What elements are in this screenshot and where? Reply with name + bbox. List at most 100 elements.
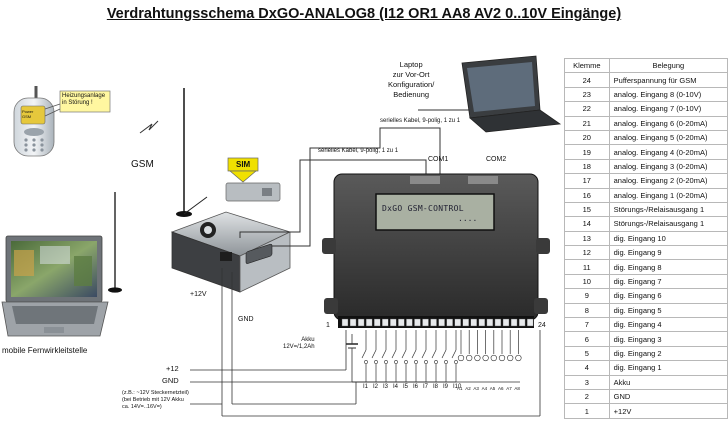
mobile-laptop bbox=[1, 235, 109, 337]
terminal-number: 24 bbox=[564, 72, 610, 88]
terminal-assignment: +12V bbox=[608, 403, 728, 419]
terminal-assignment: analog. Eingang 8 (0-10V) bbox=[608, 86, 728, 103]
terminal-screw bbox=[382, 318, 389, 327]
sim-card bbox=[225, 157, 281, 202]
terminal-number: 1 bbox=[564, 403, 610, 419]
terminal-screw bbox=[502, 318, 510, 327]
terminal-number: 6 bbox=[564, 331, 610, 347]
terminal-number: 14 bbox=[564, 216, 610, 232]
terminal-number: 2 bbox=[564, 388, 610, 405]
analog-input-port bbox=[515, 354, 522, 362]
switch-contact bbox=[374, 360, 378, 364]
terminal-assignment: dig. Eingang 10 bbox=[608, 230, 728, 247]
terminal-screw bbox=[357, 318, 365, 327]
terminal-screw bbox=[518, 318, 526, 327]
terminal-screw bbox=[438, 318, 445, 327]
digital-input-label: I2 bbox=[373, 384, 379, 390]
phone-screen-text: Power GSM bbox=[22, 109, 34, 119]
switch-contact bbox=[414, 360, 418, 364]
terminal-screw bbox=[494, 318, 502, 327]
analog-input-port bbox=[507, 354, 514, 362]
local-laptop bbox=[461, 55, 562, 133]
digital-input-label: I4 bbox=[393, 384, 399, 390]
terminal-1-label: 1 bbox=[326, 322, 330, 329]
terminal-screw bbox=[414, 318, 421, 327]
table-header-assignment: Belegung bbox=[608, 57, 728, 74]
table-header-terminal: Klemme bbox=[564, 57, 610, 74]
terminal-assignment: dig. Eingang 3 bbox=[608, 331, 728, 347]
terminal-screw bbox=[462, 318, 469, 327]
com1-label: COM1 bbox=[428, 156, 449, 163]
input-switch bbox=[371, 330, 377, 382]
terminal-assignment: Akku bbox=[608, 374, 728, 390]
analog-input-port bbox=[482, 354, 489, 362]
analog-input-port bbox=[490, 354, 497, 362]
terminal-screw bbox=[365, 318, 373, 327]
terminal-screw bbox=[486, 318, 494, 327]
mobile-laptop-label: mobile Fernwirkleitstelle bbox=[2, 346, 88, 355]
terminal-number: 19 bbox=[564, 144, 610, 160]
analog-input-label: A6 bbox=[498, 386, 504, 391]
terminal-assignment: analog. Eingang 2 (0-20mA) bbox=[608, 173, 728, 189]
terminal-assignment: dig. Eingang 9 bbox=[608, 245, 728, 261]
terminal-number: 17 bbox=[564, 173, 610, 189]
analog-input-ports bbox=[457, 330, 522, 362]
serial-cable-1-label: serielles Kabel, 9-polig, 1 zu 1 bbox=[380, 118, 461, 124]
digital-input-label: I6 bbox=[413, 384, 419, 390]
analog-input-label: A4 bbox=[481, 386, 488, 391]
serial-cable-2-label: serielles Kabel, 9-polig, 1 zu 1 bbox=[318, 148, 399, 154]
terminal-strip bbox=[341, 318, 534, 327]
table-header-row: Klemme Belegung bbox=[564, 57, 728, 74]
terminal-number: 18 bbox=[564, 158, 610, 175]
analog-input-port bbox=[466, 354, 473, 362]
terminal-assignment: analog. Eingang 4 (0-20mA) bbox=[608, 144, 728, 160]
table-row: 1+12V bbox=[564, 403, 728, 419]
terminal-assignment: dig. Eingang 4 bbox=[608, 317, 728, 333]
terminal-screw bbox=[406, 318, 413, 327]
terminal-screw bbox=[470, 318, 477, 327]
terminal-screw bbox=[374, 318, 381, 327]
terminal-screw bbox=[510, 318, 518, 327]
analog-input-label: A8 bbox=[514, 386, 520, 391]
sim-label: SIM bbox=[236, 160, 251, 169]
analog-input-label: A1 bbox=[457, 386, 463, 391]
terminal-number: 20 bbox=[564, 129, 610, 146]
terminal-number: 16 bbox=[564, 187, 610, 203]
terminal-assignment: Störungs-/Relaisausgang 1 bbox=[608, 216, 728, 232]
terminal-screw bbox=[349, 318, 357, 327]
analog-input-label: A2 bbox=[465, 386, 471, 391]
terminal-assignment: dig. Eingang 1 bbox=[608, 360, 728, 376]
input-switch bbox=[391, 330, 397, 382]
terminal-screw bbox=[526, 318, 534, 327]
com2-label: COM2 bbox=[486, 156, 507, 163]
akku-label: Akku 12V=/1,2Ah bbox=[283, 337, 315, 350]
switch-contact bbox=[434, 360, 438, 364]
mobile-phone bbox=[13, 86, 55, 157]
digital-input-label: I9 bbox=[443, 384, 449, 390]
terminal-assignment: analog. Eingang 1 (0-20mA) bbox=[608, 187, 728, 203]
input-switch bbox=[441, 330, 447, 382]
lcd-text: DxGO GSM-CONTROL bbox=[382, 204, 464, 213]
input-switch bbox=[381, 330, 387, 382]
power-supply-note: (z.B.: ~12V Steckernetzteil) (bei Betrie… bbox=[122, 390, 189, 410]
gsm-label: GSM bbox=[131, 159, 154, 170]
plus12-label: +12 bbox=[166, 364, 179, 373]
terminal-number: 23 bbox=[564, 86, 610, 103]
local-laptop-label: Laptop zur Vor-Ort Konfiguration/ Bedien… bbox=[388, 60, 435, 99]
input-switch bbox=[421, 330, 427, 382]
input-switch bbox=[361, 330, 367, 382]
switch-contact bbox=[364, 360, 368, 364]
terminal-assignment: analog. Eingang 5 (0-20mA) bbox=[608, 129, 728, 146]
analog-input-label: A7 bbox=[506, 386, 512, 391]
analog-input-label: A3 bbox=[473, 386, 479, 391]
